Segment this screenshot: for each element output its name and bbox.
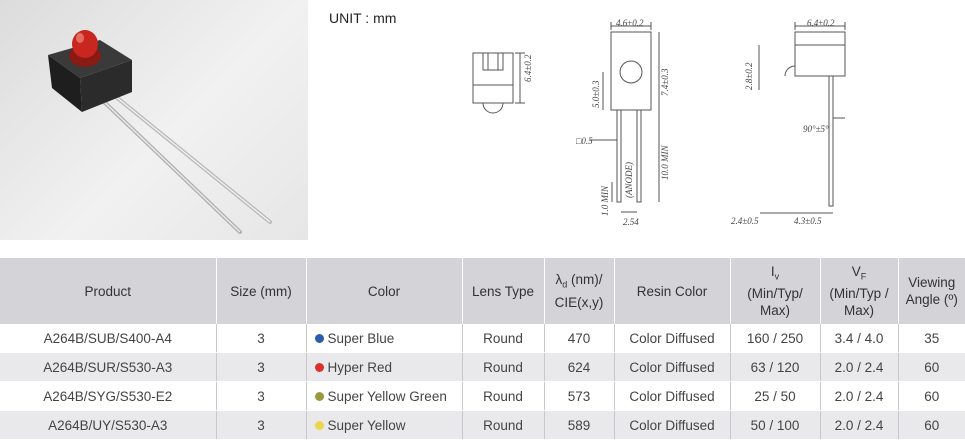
dim-pitch: 2.54 xyxy=(623,217,639,227)
dim-body-height: 7.4±0.3 xyxy=(660,68,670,96)
cell-iv: 160 / 250 xyxy=(730,324,821,353)
cell-resin: Color Diffused xyxy=(614,324,731,353)
header-product: Product xyxy=(0,258,217,324)
cell-color: Super Yellow xyxy=(306,410,463,440)
cell-size: 3 xyxy=(216,352,307,382)
dim-min-offset: 1.0 MIN xyxy=(600,185,610,216)
cell-wavelength: 573 xyxy=(544,381,615,411)
header-vf: VF(Min/Typ / Max) xyxy=(820,258,899,324)
cell-iv: 50 / 100 xyxy=(730,410,821,440)
cell-size: 3 xyxy=(216,381,307,411)
cell-size: 3 xyxy=(216,410,307,440)
cell-resin: Color Diffused xyxy=(614,352,731,382)
dim-width-side: 6.4±0.2 xyxy=(807,18,835,28)
led-photo-illustration xyxy=(48,30,272,234)
header-lens-type: Lens Type xyxy=(462,258,545,324)
cell-wavelength: 470 xyxy=(544,324,615,353)
dim-anode: (ANODE) xyxy=(624,162,634,198)
cell-wavelength: 624 xyxy=(544,352,615,382)
cell-product: A264B/SUR/S530-A3 xyxy=(0,352,217,382)
table-row: A264B/SUB/S400-A4 3 Super Blue Round 470… xyxy=(0,324,965,353)
cell-resin: Color Diffused xyxy=(614,381,731,411)
table-header-row: Product Size (mm) Color Lens Type λd (nm… xyxy=(0,258,965,324)
front-view-body xyxy=(610,31,652,111)
cell-iv: 63 / 120 xyxy=(730,352,821,382)
cell-lens: Round xyxy=(462,324,545,353)
cell-color: Super Blue xyxy=(306,324,463,353)
cell-product: A264B/SUB/S400-A4 xyxy=(0,324,217,353)
product-photo xyxy=(0,0,308,240)
color-dot-icon xyxy=(314,333,324,343)
cell-vf: 2.0 / 2.4 xyxy=(820,381,899,411)
header-resin-color: Resin Color xyxy=(614,258,731,324)
cell-product: A264B/UY/S530-A3 xyxy=(0,410,217,440)
header-color: Color xyxy=(306,258,463,324)
table-row: A264B/SUR/S530-A3 3 Hyper Red Round 624 … xyxy=(0,352,965,382)
header-size: Size (mm) xyxy=(216,258,307,324)
cell-color: Super Yellow Green xyxy=(306,381,463,411)
cell-resin: Color Diffused xyxy=(614,410,731,440)
side-view-body xyxy=(794,31,846,77)
cell-vf: 3.4 / 4.0 xyxy=(820,324,899,353)
dim-bottom-right: 4.3±0.5 xyxy=(794,216,822,226)
cell-size: 3 xyxy=(216,324,307,353)
cell-angle: 60 xyxy=(898,352,965,382)
unit-label: UNIT : mm xyxy=(329,10,397,26)
dim-lens-center: 5.0±0.3 xyxy=(591,80,601,108)
cell-angle: 60 xyxy=(898,381,965,411)
cell-color: Hyper Red xyxy=(306,352,463,382)
spec-table: Product Size (mm) Color Lens Type λd (nm… xyxy=(0,258,965,440)
dim-bottom-left: 2.4±0.5 xyxy=(731,216,759,226)
cell-vf: 2.0 / 2.4 xyxy=(820,410,899,440)
back-view-body xyxy=(472,52,514,104)
cell-angle: 35 xyxy=(898,324,965,353)
table-row: A264B/SYG/S530-E2 3 Super Yellow Green R… xyxy=(0,381,965,411)
header-iv: Iv(Min/Typ/ Max) xyxy=(730,258,821,324)
color-dot-icon xyxy=(314,391,324,401)
cell-angle: 60 xyxy=(898,410,965,440)
cell-lens: Round xyxy=(462,410,545,440)
dim-angle: 90°±5° xyxy=(803,124,829,134)
dimension-drawing: 6.4±0.2 4.6±0.2 5.0±0.3 7.4±0.3 □0.5 (AN… xyxy=(472,18,846,227)
cell-lens: Round xyxy=(462,381,545,411)
dim-lead-length: 10.0 MIN xyxy=(660,145,670,180)
dim-side-lens: 2.8±0.2 xyxy=(744,62,754,90)
color-dot-icon xyxy=(314,362,324,372)
cell-wavelength: 589 xyxy=(544,410,615,440)
header-viewing-angle: Viewing Angle (º) xyxy=(898,258,965,324)
table-row: A264B/UY/S530-A3 3 Super Yellow Round 58… xyxy=(0,410,965,440)
cell-vf: 2.0 / 2.4 xyxy=(820,352,899,382)
dim-width-front: 4.6±0.2 xyxy=(616,18,644,28)
dim-height-back: 6.4±0.2 xyxy=(523,54,533,82)
cell-iv: 25 / 50 xyxy=(730,381,821,411)
cell-lens: Round xyxy=(462,352,545,382)
cell-product: A264B/SYG/S530-E2 xyxy=(0,381,217,411)
header-wavelength: λd (nm)/ CIE(x,y) xyxy=(544,258,615,324)
color-dot-icon xyxy=(314,420,324,430)
dim-lead-square: □0.5 xyxy=(576,136,593,146)
